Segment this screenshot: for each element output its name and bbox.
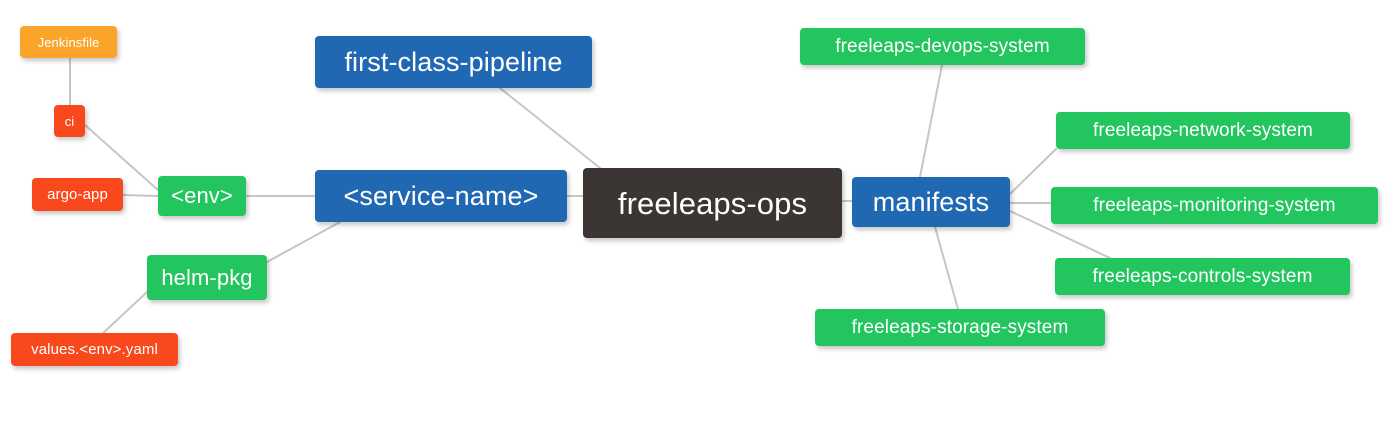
node-label: freeleaps-network-system: [1093, 120, 1313, 141]
node-label: freeleaps-monitoring-system: [1093, 195, 1336, 216]
node-freeleaps-monitoring-system[interactable]: freeleaps-monitoring-system: [1051, 187, 1378, 224]
node-label: manifests: [872, 186, 990, 217]
edge-manifests-to-freeleaps-storage-system: [934, 226, 959, 310]
node-label: freeleaps-controls-system: [1092, 266, 1313, 287]
node-label: freeleaps-devops-system: [835, 36, 1050, 57]
node-ci[interactable]: ci: [54, 105, 85, 137]
node-label: argo-app: [47, 186, 108, 203]
edge-first-class-pipeline-to-freeleaps-ops: [499, 87, 601, 169]
edge-manifests-to-freeleaps-devops-system: [919, 64, 943, 178]
node-jenkinsfile[interactable]: Jenkinsfile: [20, 26, 117, 58]
node-env[interactable]: <env>: [158, 176, 246, 216]
node-label: <service-name>: [343, 180, 539, 211]
node-helm-pkg[interactable]: helm-pkg: [147, 255, 267, 300]
node-label: Jenkinsfile: [37, 34, 100, 50]
node-label: values.<env>.yaml: [31, 341, 158, 358]
edge-helm-pkg-to-values-env-yaml: [99, 291, 148, 337]
node-freeleaps-controls-system[interactable]: freeleaps-controls-system: [1055, 258, 1350, 295]
node-freeleaps-devops-system[interactable]: freeleaps-devops-system: [800, 28, 1085, 65]
node-argo-app[interactable]: argo-app: [32, 178, 123, 211]
edge-manifests-to-freeleaps-network-system: [1009, 148, 1057, 195]
node-freeleaps-network-system[interactable]: freeleaps-network-system: [1056, 112, 1350, 149]
node-label: freeleaps-storage-system: [851, 317, 1069, 338]
edge-env-to-argo-app: [122, 194, 159, 197]
node-first-class-pipeline[interactable]: first-class-pipeline: [315, 36, 592, 88]
edge-service-name-to-helm-pkg: [266, 221, 341, 263]
node-freeleaps-storage-system[interactable]: freeleaps-storage-system: [815, 309, 1105, 346]
node-label: <env>: [171, 183, 233, 208]
node-manifests[interactable]: manifests: [852, 177, 1010, 227]
node-service-name[interactable]: <service-name>: [315, 170, 567, 222]
node-freeleaps-ops[interactable]: freeleaps-ops: [583, 168, 842, 238]
node-label: ci: [64, 113, 75, 129]
node-values-env-yaml[interactable]: values.<env>.yaml: [11, 333, 178, 366]
node-label: freeleaps-ops: [617, 185, 808, 221]
node-label: first-class-pipeline: [344, 46, 563, 77]
node-label: helm-pkg: [161, 264, 253, 290]
